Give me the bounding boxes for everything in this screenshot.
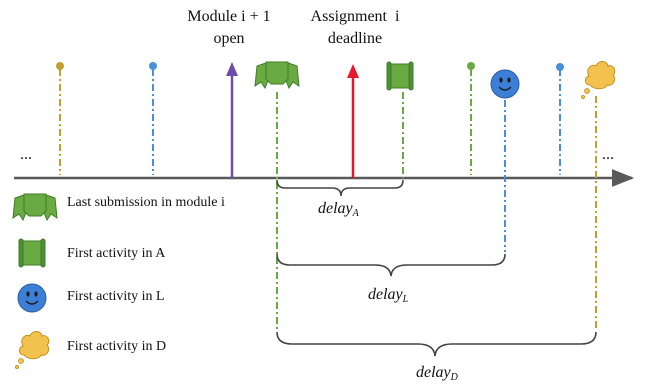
delay-a-sub: A	[352, 208, 359, 219]
pin-green	[467, 62, 475, 175]
delay-d-brace	[276, 331, 597, 357]
pin-blue	[149, 62, 157, 175]
ellipsis-left: ...	[20, 146, 32, 163]
scroll-icon	[386, 61, 414, 91]
module-open-arrow	[226, 62, 238, 178]
module-open-line2: open	[213, 30, 245, 47]
thought-cloud-icon	[580, 61, 616, 99]
delay-a-base: delay	[318, 200, 353, 217]
delay-l-sub: L	[402, 294, 409, 305]
legend-smiley-icon	[17, 283, 47, 313]
delay-d-label: delayD	[416, 364, 458, 387]
ellipsis-right: ...	[602, 146, 614, 163]
legend-item-activity-a: First activity in A	[67, 246, 166, 261]
smiley-icon	[490, 69, 520, 99]
legend-thought-cloud-icon	[14, 331, 50, 369]
assignment-line1: Assignment i	[310, 8, 400, 25]
assignment-deadline-label: Assignment i deadline	[311, 8, 400, 48]
delay-a-label: delayA	[318, 200, 359, 223]
ribbon-icon	[254, 61, 300, 90]
module-open-line1: Module i + 1	[187, 8, 271, 25]
legend-item-activity-d: First activity in D	[67, 339, 167, 354]
pin-blue-right	[556, 63, 564, 175]
module-open-label: Module i + 1 open	[187, 8, 270, 48]
delay-l-base: delay	[368, 286, 403, 303]
deadline-arrow	[347, 64, 359, 178]
legend-scroll-icon	[18, 238, 46, 268]
delay-l-brace	[276, 253, 506, 277]
legend-item-activity-l: First activity in L	[67, 289, 165, 304]
delay-d-sub: D	[450, 372, 458, 383]
legend-ribbon-icon	[12, 193, 58, 222]
delay-a-brace	[276, 179, 404, 197]
assignment-line2: deadline	[327, 30, 383, 47]
delay-d-base: delay	[416, 364, 451, 381]
pin-olive	[56, 62, 64, 175]
delay-l-label: delayL	[368, 286, 408, 309]
legend-item-last-submission: Last submission in module i	[67, 195, 225, 210]
